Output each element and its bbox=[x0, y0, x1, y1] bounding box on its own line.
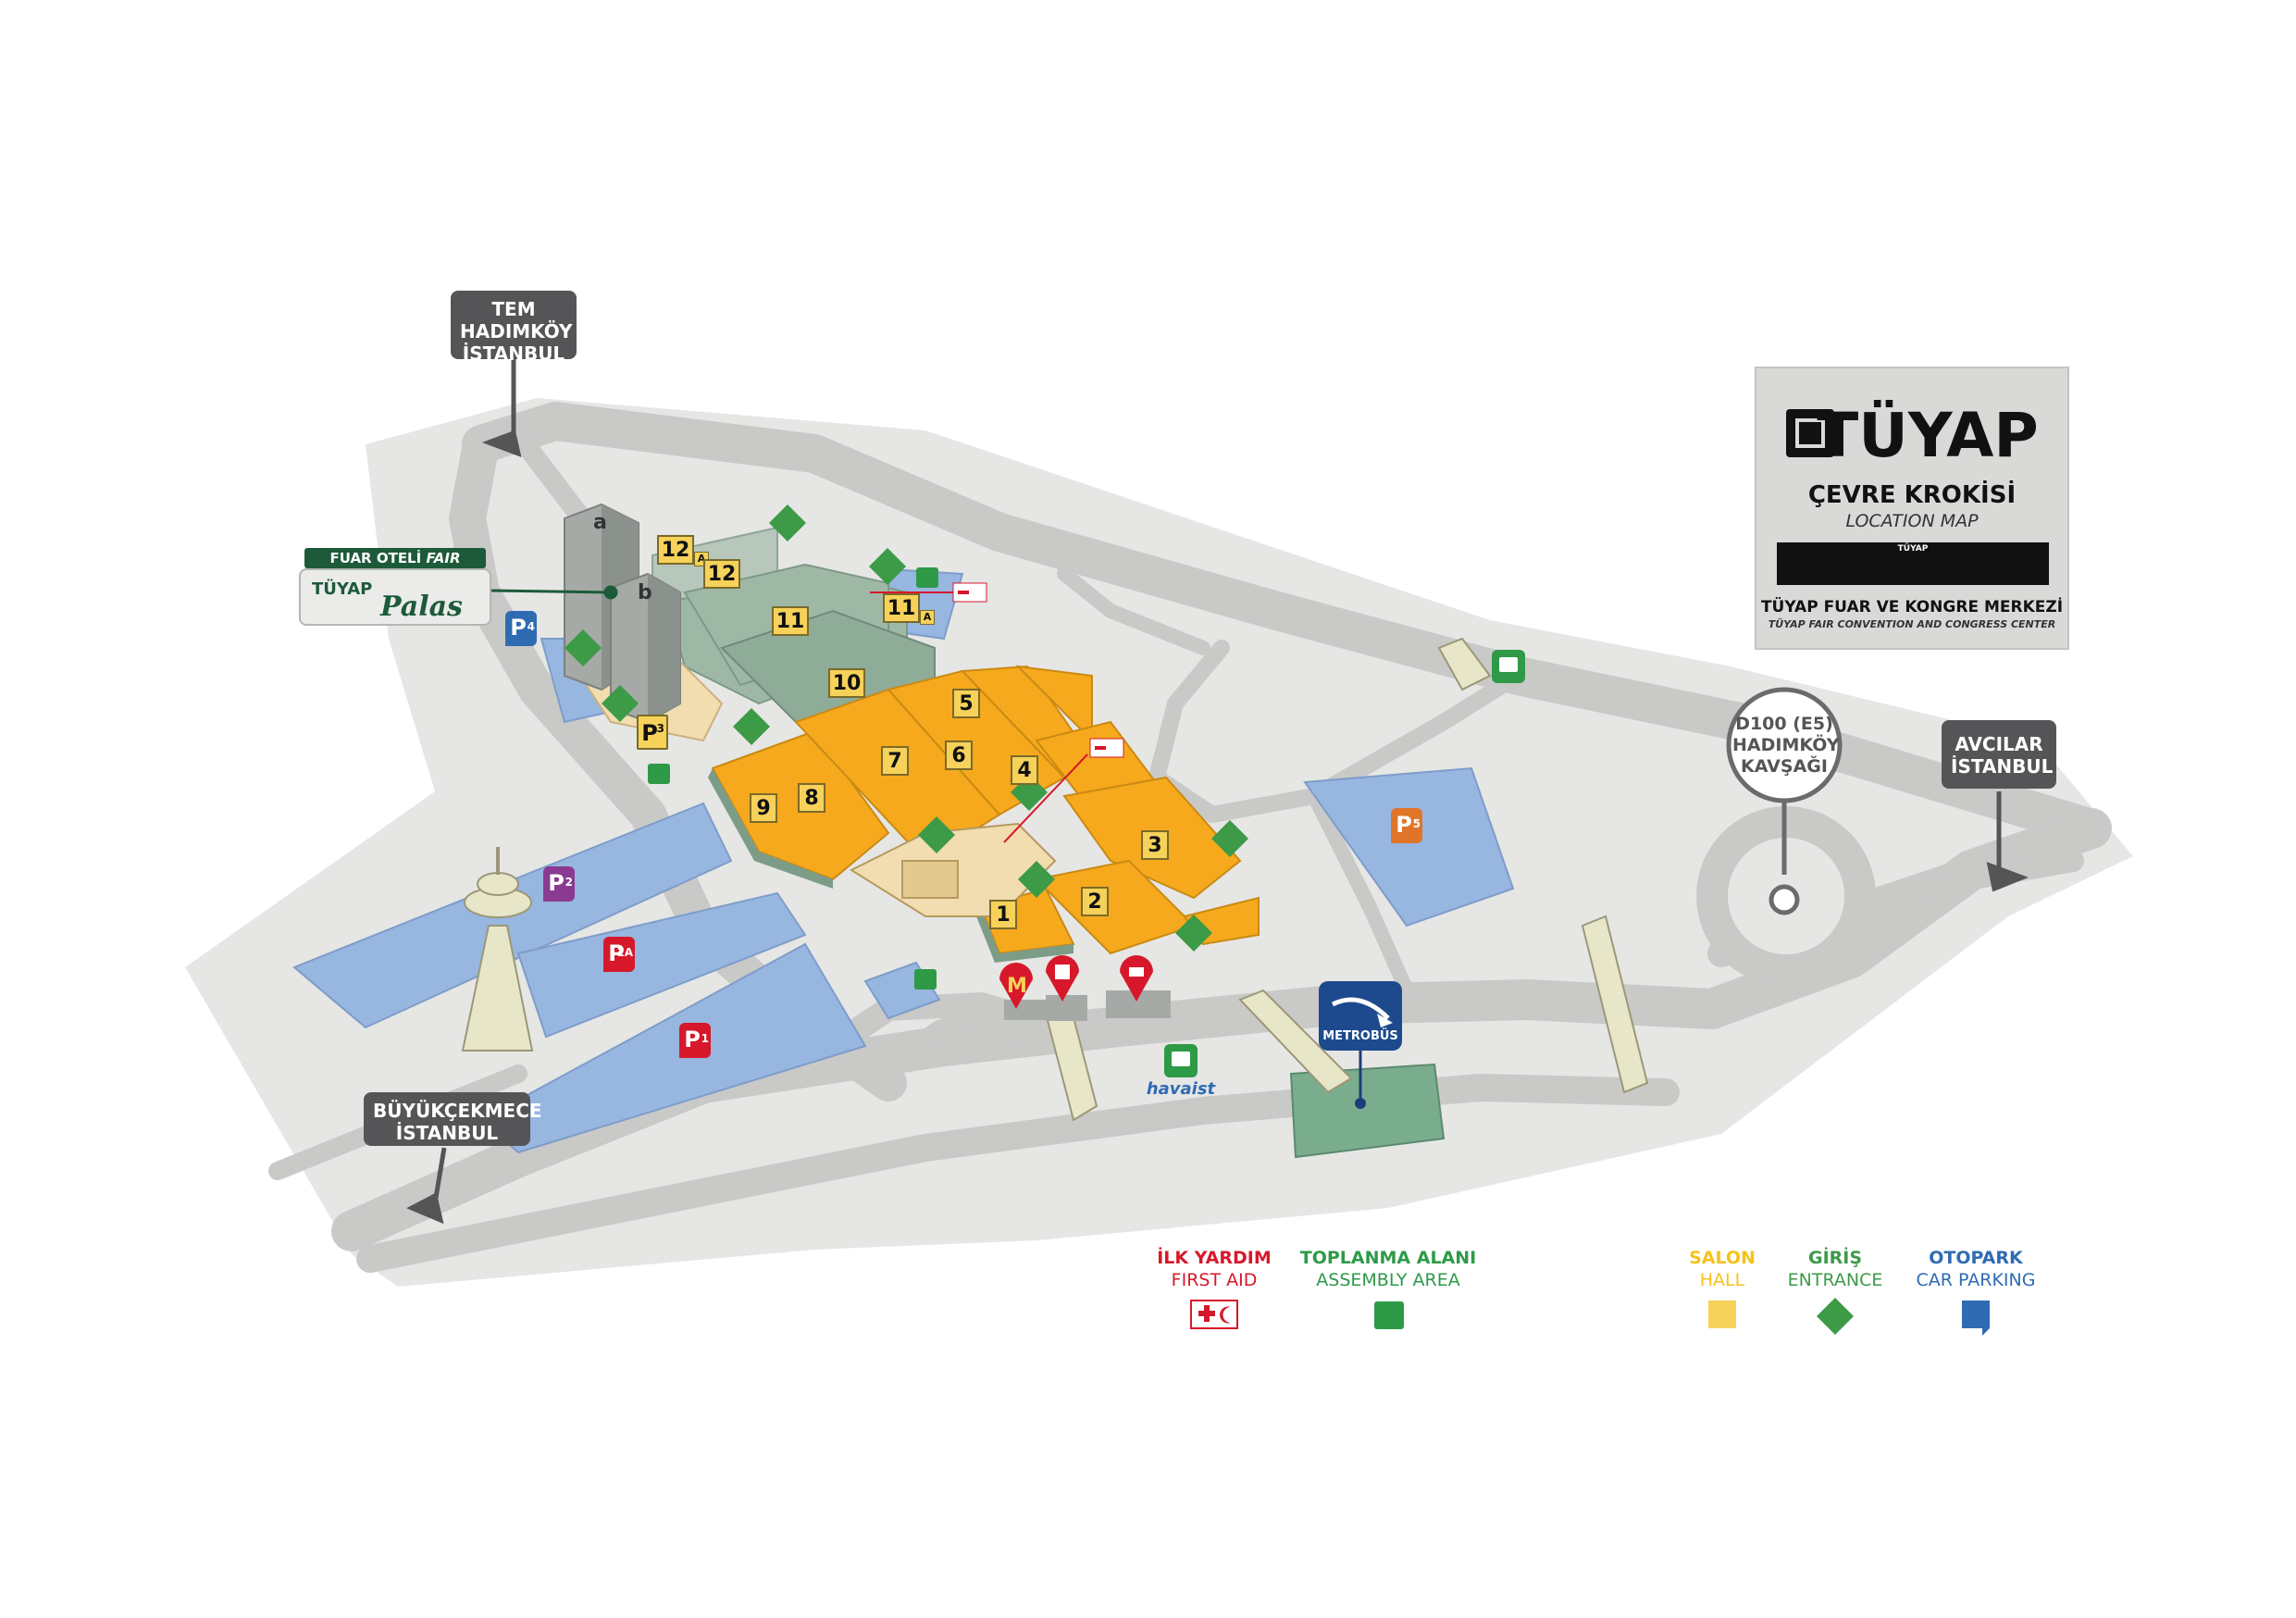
road-sign-tem: TEM HADIMKÖY İSTANBUL bbox=[451, 291, 577, 365]
first-aid-cross-2 bbox=[1095, 746, 1106, 750]
main-entrance-building bbox=[849, 822, 1057, 917]
hotel-script: Palas bbox=[380, 591, 463, 623]
tuyap-logo-icon bbox=[1786, 409, 1834, 457]
tower-a-label: a bbox=[593, 511, 607, 534]
entrance-marker-9 bbox=[565, 629, 602, 666]
tuyap-brand: TÜYAP bbox=[1817, 400, 2039, 471]
first-aid-marker-2 bbox=[1089, 738, 1124, 758]
legend-parking-icon bbox=[1962, 1301, 1990, 1336]
callout-lines bbox=[490, 585, 618, 600]
legend-assembly-icon bbox=[1374, 1301, 1404, 1329]
hall-5-label: 5 bbox=[952, 689, 980, 718]
map-title: ÇEVRE KROKİSİ bbox=[1807, 481, 2017, 509]
building-silhouette-icon: TÜYAP bbox=[1777, 542, 2049, 585]
poi-markers: M bbox=[999, 955, 1153, 1009]
havaist-label: havaist bbox=[1146, 1079, 1216, 1099]
hall-10-label: 10 bbox=[828, 668, 865, 698]
legend-first-aid-title: İLK YARDIM bbox=[1157, 1248, 1272, 1268]
hall-7-label: 7 bbox=[881, 746, 909, 776]
hotel-callout: FUAR OTELİ FAIR HOTEL TÜYAP Palas bbox=[299, 548, 491, 633]
bus-stop-icon bbox=[1164, 1044, 1198, 1077]
bridges bbox=[1044, 637, 1649, 1122]
legend-first-aid-sub: FIRST AID bbox=[1171, 1270, 1258, 1290]
tower-b-label: b bbox=[638, 581, 652, 604]
hall-1-label: 1 bbox=[989, 900, 1017, 929]
entrance-marker-7 bbox=[1175, 915, 1212, 952]
entrance-marker-6 bbox=[1211, 820, 1248, 857]
bus-stop-icon-2 bbox=[1492, 650, 1525, 683]
entrance-marker-10 bbox=[733, 708, 770, 745]
legend-parking-sub: CAR PARKING bbox=[1916, 1270, 2036, 1290]
junction-label: D100 (E5) HADIMKÖY KAVŞAĞI bbox=[1732, 714, 1840, 777]
hall-2-label: 2 bbox=[1081, 887, 1109, 916]
hall-11-label: 11 bbox=[772, 606, 809, 636]
map-subtitle: LOCATION MAP bbox=[1845, 511, 1979, 531]
hall-shadows bbox=[708, 768, 1074, 963]
assembly-marker-2 bbox=[648, 764, 670, 784]
hall-3-label: 3 bbox=[1141, 830, 1169, 860]
road-arrows bbox=[406, 356, 2029, 1225]
first-aid-cross-1 bbox=[958, 591, 969, 594]
entrance-marker-1 bbox=[769, 504, 806, 541]
hall-4-label: 4 bbox=[1011, 755, 1038, 785]
legend-entrance-title: GİRİŞ bbox=[1807, 1248, 1863, 1268]
entrance-marker-2 bbox=[869, 548, 906, 585]
legend-parking-title: OTOPARK bbox=[1929, 1248, 2023, 1268]
legend-hall-title: SALON bbox=[1689, 1248, 1756, 1268]
legend-hall-sub: HALL bbox=[1699, 1270, 1745, 1290]
legend-entrance-sub: ENTRANCE bbox=[1787, 1270, 1883, 1290]
legend-assembly-title: TOPLANMA ALANI bbox=[1299, 1248, 1477, 1268]
metrobus-label: METROBÜS bbox=[1322, 1029, 1398, 1043]
assembly-marker-1 bbox=[916, 567, 938, 588]
entrance-marker-8 bbox=[602, 685, 639, 722]
hall-8-label: 8 bbox=[798, 783, 825, 813]
metrobus-logo bbox=[1319, 981, 1402, 1051]
svg-text:M: M bbox=[1007, 975, 1027, 998]
legend-assembly-sub: ASSEMBLY AREA bbox=[1316, 1270, 1460, 1290]
assembly-marker-3 bbox=[914, 969, 937, 989]
firstaid-leader bbox=[1003, 753, 1088, 843]
road-sign-avcilar: AVCILAR İSTANBUL bbox=[1942, 720, 2056, 789]
tv-tower-icon bbox=[461, 847, 534, 1052]
hotel-brand: TÜYAP bbox=[312, 579, 373, 599]
hall-6-label: 6 bbox=[945, 741, 973, 770]
hotel-card: TÜYAP Palas bbox=[299, 568, 491, 626]
center-name: TÜYAP FUAR VE KONGRE MERKEZİ bbox=[1760, 598, 2064, 616]
tuyap-logo-box: TÜYAP ÇEVRE KROKİSİ LOCATION MAP TÜYAP T… bbox=[1755, 367, 2069, 650]
hotel-header: FUAR OTELİ FAIR HOTEL bbox=[304, 548, 486, 587]
legend-hall-icon bbox=[1708, 1301, 1736, 1328]
entrance-marker-5 bbox=[1018, 861, 1055, 898]
first-aid-marker-1 bbox=[952, 582, 987, 603]
legend-entrance-icon bbox=[1817, 1298, 1854, 1335]
hall-9-label: 9 bbox=[750, 793, 777, 823]
junction-pin bbox=[1726, 687, 1843, 915]
entrance-marker-4 bbox=[918, 816, 955, 853]
legend-first-aid-icon bbox=[1190, 1300, 1238, 1329]
hall-12-label: 12 bbox=[703, 559, 740, 589]
road-sign-buyukcekmece: BÜYÜKÇEKMECE İSTANBUL bbox=[364, 1092, 542, 1146]
center-name-en: TÜYAP FAIR CONVENTION AND CONGRESS CENTE… bbox=[1768, 618, 2056, 630]
